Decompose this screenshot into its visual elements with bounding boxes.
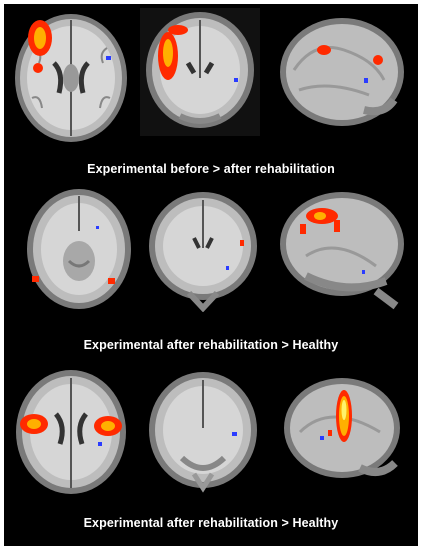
axial-brain-slice-1 [10, 8, 132, 146]
panel-caption: Experimental before > after rehabilitati… [87, 162, 335, 176]
deactivation-cluster [362, 270, 365, 274]
activation-cluster [317, 45, 383, 65]
deactivation-cluster [232, 432, 237, 436]
activation-cluster [328, 390, 352, 442]
deactivation-cluster [98, 442, 102, 446]
coronal-brain-slice-3 [144, 368, 262, 496]
figure-panel-1: Experimental before > after rehabilitati… [4, 4, 418, 184]
deactivation-cluster [226, 266, 229, 270]
deactivation-cluster [234, 78, 238, 82]
activation-cluster [32, 276, 115, 284]
figure-panel-2: Experimental after rehabilitation > Heal… [4, 180, 418, 358]
deactivation-cluster [106, 56, 111, 60]
sagittal-brain-slice-2 [276, 186, 414, 312]
figure-panel-3: Experimental after rehabilitation > Heal… [4, 358, 418, 546]
deactivation-cluster [364, 78, 368, 83]
deactivation-cluster [320, 436, 324, 440]
axial-brain-slice-3 [12, 366, 130, 498]
axial-brain-slice-2 [24, 186, 134, 312]
deactivation-cluster [96, 226, 99, 229]
panel-caption: Experimental after rehabilitation > Heal… [83, 338, 339, 352]
coronal-brain-slice-1 [140, 8, 260, 136]
panel-caption: Experimental after rehabilitation > Heal… [83, 516, 339, 530]
coronal-brain-slice-2 [144, 188, 262, 312]
activation-cluster [28, 20, 52, 73]
sagittal-brain-slice-1 [274, 10, 412, 140]
activation-cluster [240, 240, 244, 246]
activation-cluster [300, 208, 340, 234]
sagittal-brain-slice-3 [280, 372, 408, 492]
activation-cluster [158, 25, 188, 80]
activation-cluster [20, 414, 122, 436]
